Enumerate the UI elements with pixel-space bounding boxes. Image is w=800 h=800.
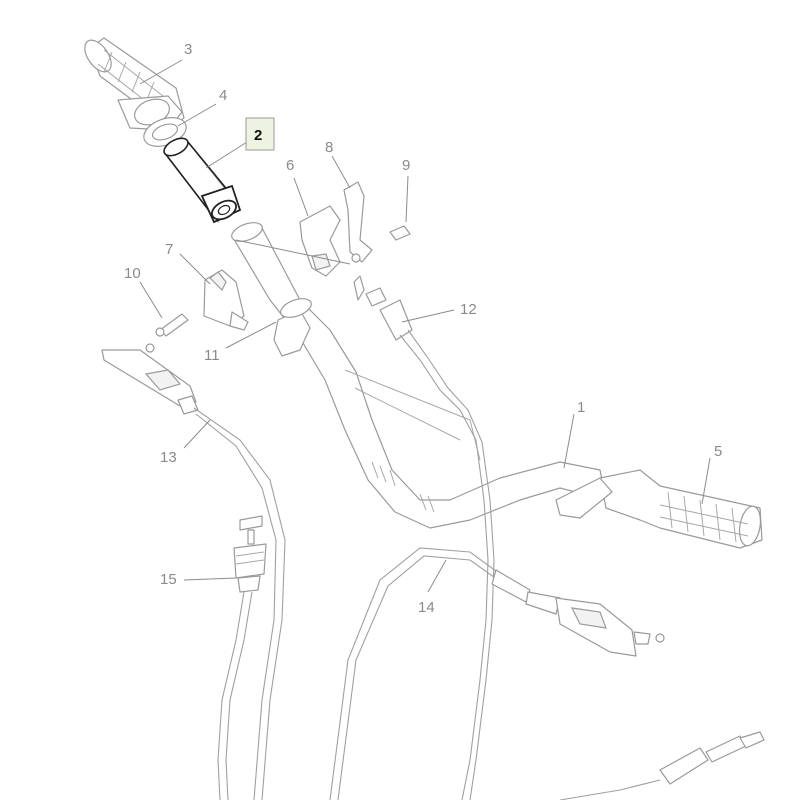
callout-11[interactable]: 11 [204, 347, 220, 364]
handlebar[interactable] [229, 219, 607, 529]
callout-8[interactable]: 8 [325, 139, 333, 156]
callout-14[interactable]: 14 [418, 599, 435, 616]
cable-12[interactable] [353, 275, 495, 800]
callout-4[interactable]: 4 [219, 87, 227, 104]
left-switch[interactable] [101, 343, 286, 800]
cable-14[interactable] [329, 547, 665, 800]
callout-3[interactable]: 3 [184, 41, 192, 58]
lever-pin[interactable] [389, 225, 411, 241]
callout-9[interactable]: 9 [402, 157, 410, 174]
lever[interactable] [343, 181, 373, 263]
lever-holder[interactable] [299, 205, 341, 277]
clamp-bracket[interactable] [273, 295, 314, 357]
throttle-housing[interactable] [203, 269, 249, 331]
callout-5[interactable]: 5 [714, 443, 722, 460]
callout-10[interactable]: 10 [124, 265, 141, 282]
leader-lines [139, 59, 711, 593]
cable-end[interactable] [559, 731, 765, 800]
housing-screw[interactable] [155, 313, 189, 337]
callout-7[interactable]: 7 [165, 241, 173, 258]
left-grip[interactable] [79, 36, 185, 131]
callout-1[interactable]: 1 [577, 399, 585, 416]
right-grip[interactable] [555, 469, 763, 549]
highlight-box [245, 117, 275, 151]
callout-13[interactable]: 13 [160, 449, 177, 466]
callout-2[interactable]: 2 [254, 127, 262, 144]
callout-12[interactable]: 12 [460, 301, 477, 318]
callout-15[interactable]: 15 [160, 571, 177, 588]
throttle-tube[interactable] [161, 135, 242, 224]
callout-6[interactable]: 6 [286, 157, 294, 174]
choke-cable[interactable] [217, 515, 267, 800]
